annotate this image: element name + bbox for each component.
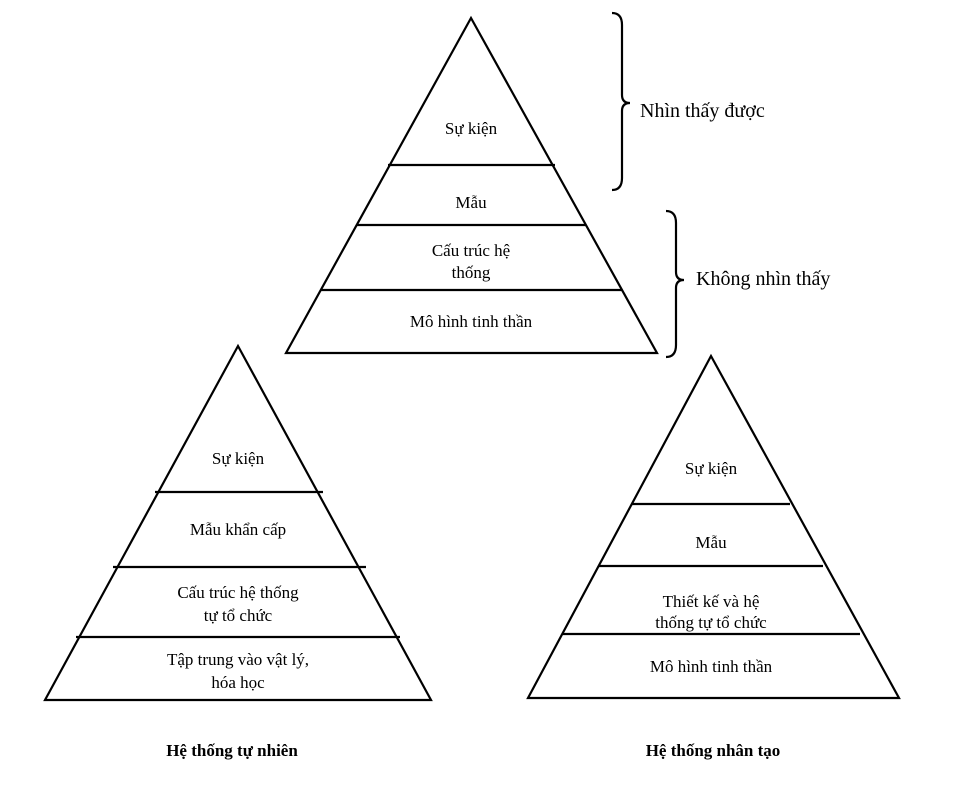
- natural-pyramid-outline: [43, 343, 433, 702]
- natural-level-base-line1: Tập trung vào vật lý,: [167, 650, 309, 669]
- artificial-pyramid: Sự kiện Mẫu Thiết kế và hệ thống tự tổ c…: [526, 353, 901, 760]
- artificial-caption: Hệ thống nhân tạo: [646, 741, 781, 760]
- top-level-mental-model: Mô hình tinh thần: [410, 312, 533, 331]
- top-pyramid: Sự kiện Mẫu Cấu trúc hệ thống Mô hình ti…: [284, 15, 659, 355]
- artificial-pyramid-outline: [526, 353, 901, 700]
- natural-level-structure-line1: Cấu trúc hệ thống: [177, 583, 299, 602]
- top-level-structure-line1: Cấu trúc hệ: [432, 241, 510, 260]
- visible-label: Nhìn thấy được: [640, 100, 765, 122]
- top-level-events: Sự kiện: [445, 119, 498, 138]
- artificial-level-design-line2: thống tự tổ chức: [655, 613, 767, 632]
- natural-level-events: Sự kiện: [212, 449, 265, 468]
- natural-caption: Hệ thống tự nhiên: [166, 741, 298, 760]
- natural-pyramid: Sự kiện Mẫu khẩn cấp Cấu trúc hệ thống t…: [43, 343, 433, 760]
- natural-level-patterns: Mẫu khẩn cấp: [190, 520, 286, 539]
- artificial-level-patterns: Mẫu: [695, 533, 727, 552]
- natural-level-base-line2: hóa học: [211, 673, 265, 692]
- artificial-level-design-line1: Thiết kế và hệ: [663, 592, 760, 611]
- invisible-label: Không nhìn thấy: [696, 268, 830, 290]
- artificial-level-events: Sự kiện: [685, 459, 738, 478]
- top-level-structure-line2: thống: [452, 263, 491, 282]
- natural-level-structure-line2: tự tổ chức: [204, 606, 273, 625]
- top-pyramid-outline: [284, 15, 659, 355]
- top-level-patterns: Mẫu: [455, 193, 487, 212]
- visible-brace: [611, 11, 631, 192]
- invisible-brace: [665, 209, 685, 359]
- artificial-level-mental-model: Mô hình tinh thần: [650, 657, 773, 676]
